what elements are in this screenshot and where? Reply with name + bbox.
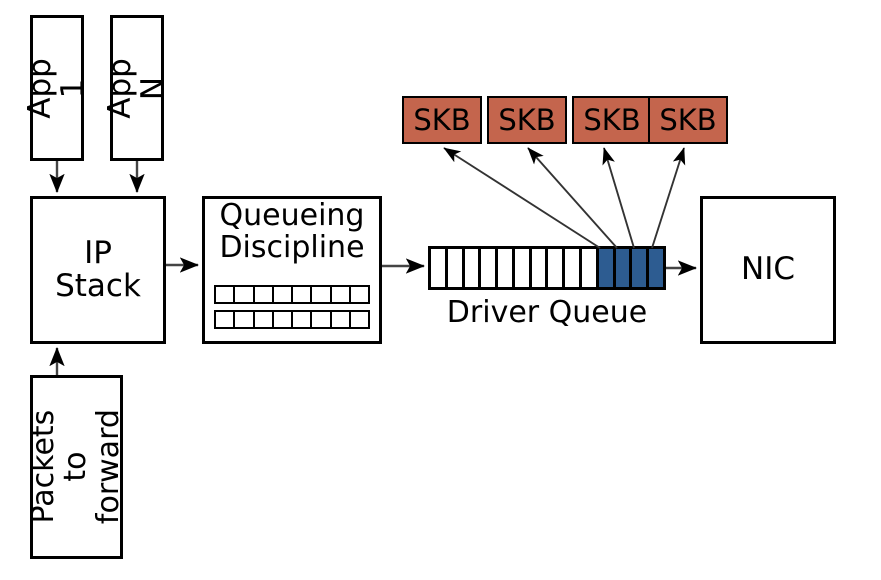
driver-queue-slot-empty xyxy=(514,249,532,287)
node-nic[interactable] xyxy=(700,196,836,344)
driver-queue-slot-empty xyxy=(431,249,448,287)
edge-slot14-to-skb4 xyxy=(651,147,686,249)
driver-queue[interactable] xyxy=(428,246,666,290)
driver-queue-slot-filled xyxy=(598,249,616,287)
queueing-discipline-row xyxy=(214,285,370,304)
edge-slot12-to-skb2 xyxy=(527,147,618,249)
node-ip-stack[interactable] xyxy=(30,196,166,344)
driver-queue-slot-filled xyxy=(632,249,650,287)
queueing-discipline-slot xyxy=(310,285,332,304)
queueing-discipline-slot xyxy=(233,310,255,329)
queueing-discipline-slot xyxy=(291,310,313,329)
driver-queue-slot-empty xyxy=(498,249,515,287)
queueing-discipline-slot xyxy=(291,285,313,304)
node-app-n[interactable] xyxy=(110,15,164,161)
driver-queue-slot-empty xyxy=(531,249,549,287)
driver-queue-slot-empty xyxy=(481,249,499,287)
driver-queue-slot-empty xyxy=(582,249,599,287)
driver-queue-slot-empty xyxy=(548,249,566,287)
driver-queue-label: Driver Queue xyxy=(446,294,648,330)
queueing-discipline-slot xyxy=(252,310,274,329)
queueing-discipline-slot xyxy=(348,285,370,304)
queueing-discipline-slot-grid xyxy=(214,285,370,329)
queueing-discipline-slot xyxy=(252,285,274,304)
skb-box[interactable] xyxy=(648,96,728,144)
skb-box[interactable] xyxy=(487,96,567,144)
driver-queue-slot-empty xyxy=(464,249,482,287)
queueing-discipline-slot xyxy=(214,310,236,329)
skb-box[interactable] xyxy=(402,96,482,144)
driver-queue-slot-filled xyxy=(615,249,633,287)
queueing-discipline-slot xyxy=(310,310,332,329)
edge-slot13-to-skb3 xyxy=(602,147,635,249)
driver-queue-slot-filled xyxy=(649,249,663,287)
driver-queue-slot-empty xyxy=(565,249,583,287)
skb-box[interactable] xyxy=(572,96,652,144)
queueing-discipline-slot xyxy=(329,310,351,329)
queueing-discipline-row xyxy=(214,310,370,329)
queueing-discipline-slot xyxy=(271,310,293,329)
node-packets-to-forward[interactable] xyxy=(30,375,123,559)
edge-slot11-to-skb1 xyxy=(443,147,601,249)
node-app-1[interactable] xyxy=(30,15,84,161)
queueing-discipline-slot xyxy=(329,285,351,304)
driver-queue-slot-empty xyxy=(447,249,465,287)
queueing-discipline-slot xyxy=(271,285,293,304)
queueing-discipline-slot xyxy=(233,285,255,304)
queueing-discipline-slot xyxy=(348,310,370,329)
queueing-discipline-slot xyxy=(214,285,236,304)
